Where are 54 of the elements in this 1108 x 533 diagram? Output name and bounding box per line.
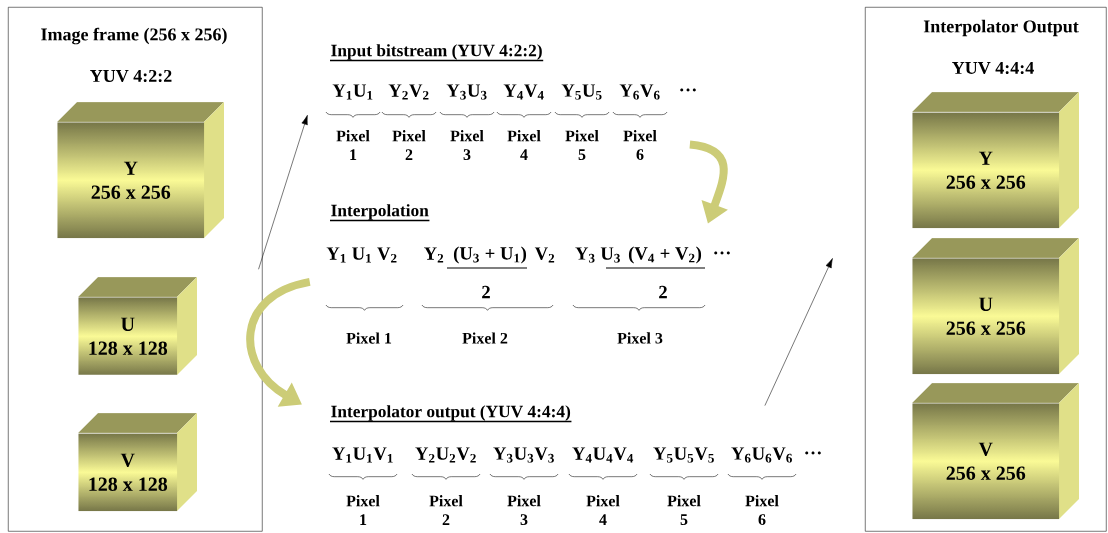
section-heading: Interpolation [329, 204, 431, 222]
pixel-label: Pixel 6 [623, 130, 657, 160]
section-heading: Input bitstream (YUV 4:2:2) [329, 44, 544, 62]
cube: V 256 x 256 [911, 382, 1080, 520]
arrow [246, 278, 311, 407]
panel-title: Interpolator Output [923, 19, 1079, 37]
component-label: Y$_{4}$U$_{4}$V$_{4}$ [572, 447, 634, 463]
component-label: (U$_{3}$ + U$_{1}$) [453, 246, 527, 264]
pixel-label: Pixel 1 [336, 130, 370, 160]
component-label: Y$_{6}$V$_{6}$ [619, 84, 660, 100]
panel-title: Image frame (256 x 256) [41, 27, 227, 45]
panel-title: YUV 4:4:4 [952, 61, 1034, 75]
panel-title: YUV 4:2:2 [90, 69, 172, 83]
component-label: Y$_{5}$U$_{5}$V$_{5}$ [653, 447, 714, 463]
ellipsis: … [714, 251, 730, 255]
pixel-label: Pixel 3 [450, 130, 484, 160]
ellipsis: … [805, 451, 821, 455]
pixel-label: Pixel 2 [429, 495, 463, 525]
component-label: Y$_{1}$U$_{1}$V$_{1}$ [332, 447, 393, 463]
pixel-label: Pixel 5 [667, 495, 701, 525]
component-label: 2 [482, 285, 490, 299]
component-label: Y$_{4}$V$_{4}$ [503, 84, 544, 100]
pixel-label: Pixel 2 [392, 130, 426, 160]
component-label: Y$_{6}$U$_{6}$V$_{6}$ [731, 447, 792, 463]
component-label: Y$_{1}$U$_{1}$ [332, 84, 373, 100]
component-label: Y$_{1}$ U$_{1}$ V$_{2}$ [326, 247, 397, 263]
cube: V 128 x 128 [77, 412, 198, 512]
pixel-label: Pixel 6 [745, 495, 779, 525]
component-label: Y$_{3}$U$_{3}$V$_{3}$ [493, 447, 554, 463]
pixel-label: Pixel 4 [507, 130, 541, 160]
cube: U 128 x 128 [77, 276, 198, 375]
section-heading: Interpolator output (YUV 4:4:4) [329, 405, 573, 423]
arrow [764, 258, 833, 406]
pixel-label: Pixel 1 [346, 495, 380, 525]
pixel-label: Pixel 5 [565, 130, 599, 160]
ellipsis: … [680, 88, 696, 92]
pixel-label: Pixel 3 [617, 332, 663, 344]
component-label: Y$_{2}$V$_{2}$ [388, 84, 429, 100]
cube: Y 256 x 256 [911, 91, 1080, 229]
component-label: Y$_{3}$ U$_{3}$ [575, 247, 620, 263]
cube: U 256 x 256 [911, 237, 1080, 375]
component-label: Y$_{2}$U$_{2}$V$_{2}$ [415, 447, 476, 463]
arrow [258, 115, 308, 270]
pixel-label: Pixel 2 [462, 332, 508, 344]
component-label: V$_{2}$ [534, 247, 555, 263]
pixel-label: Pixel 4 [586, 495, 620, 525]
cube: Y 256 x 256 [56, 101, 225, 239]
component-label: 2 [659, 285, 667, 299]
component-label: Y$_{2}$ [424, 247, 444, 263]
pixel-label: Pixel 1 [346, 332, 392, 344]
component-label: Y$_{3}$U$_{3}$ [446, 84, 487, 100]
component-label: (V$_{4}$ + V$_{2}$) [628, 246, 702, 264]
component-label: Y$_{5}$U$_{5}$ [561, 84, 602, 100]
pixel-label: Pixel 3 [507, 495, 541, 525]
